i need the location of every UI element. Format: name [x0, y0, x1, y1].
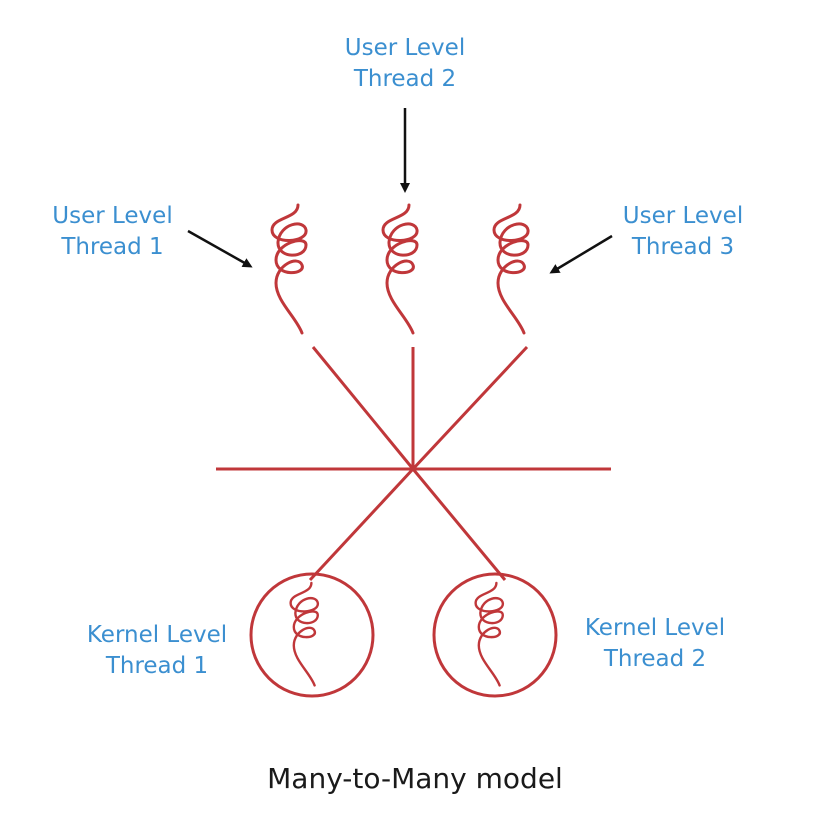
label-kernel-thread-1-line1: Kernel Level [86, 622, 228, 648]
user-thread-1-icon [270, 203, 308, 335]
kernel-thread-2-icon [432, 572, 558, 698]
label-user-thread-2-line1: User Level [344, 35, 466, 61]
label-user-thread-3: User Level Thread 3 [598, 201, 768, 263]
label-user-thread-3-line1: User Level [622, 203, 744, 229]
user-thread-2-icon [381, 203, 419, 335]
user-thread-3-icon [492, 203, 530, 335]
label-kernel-thread-2: Kernel Level Thread 2 [560, 613, 750, 675]
label-user-thread-1-line2: Thread 1 [61, 234, 164, 260]
label-kernel-thread-1: Kernel Level Thread 1 [62, 620, 252, 682]
connector-kernel-2 [411, 468, 507, 581]
label-user-thread-2-line2: Thread 2 [353, 66, 457, 92]
label-user-thread-3-line2: Thread 3 [631, 234, 735, 260]
label-kernel-thread-1-line2: Thread 1 [105, 653, 209, 679]
kernel-thread-1-icon [249, 572, 375, 698]
connector-kernel-1 [308, 467, 415, 582]
arrow-user-thread-3 [549, 234, 613, 274]
connector-user-3 [411, 345, 529, 471]
label-user-thread-2: User Level Thread 2 [320, 33, 490, 95]
label-user-thread-1: User Level Thread 1 [30, 201, 195, 263]
connector-user-1 [311, 346, 415, 470]
label-kernel-thread-2-line2: Thread 2 [603, 646, 707, 672]
label-kernel-thread-2-line1: Kernel Level [584, 615, 726, 641]
label-user-thread-1-line1: User Level [52, 203, 173, 229]
diagram-caption: Many-to-Many model [267, 762, 563, 795]
arrow-user-thread-1 [187, 229, 253, 268]
